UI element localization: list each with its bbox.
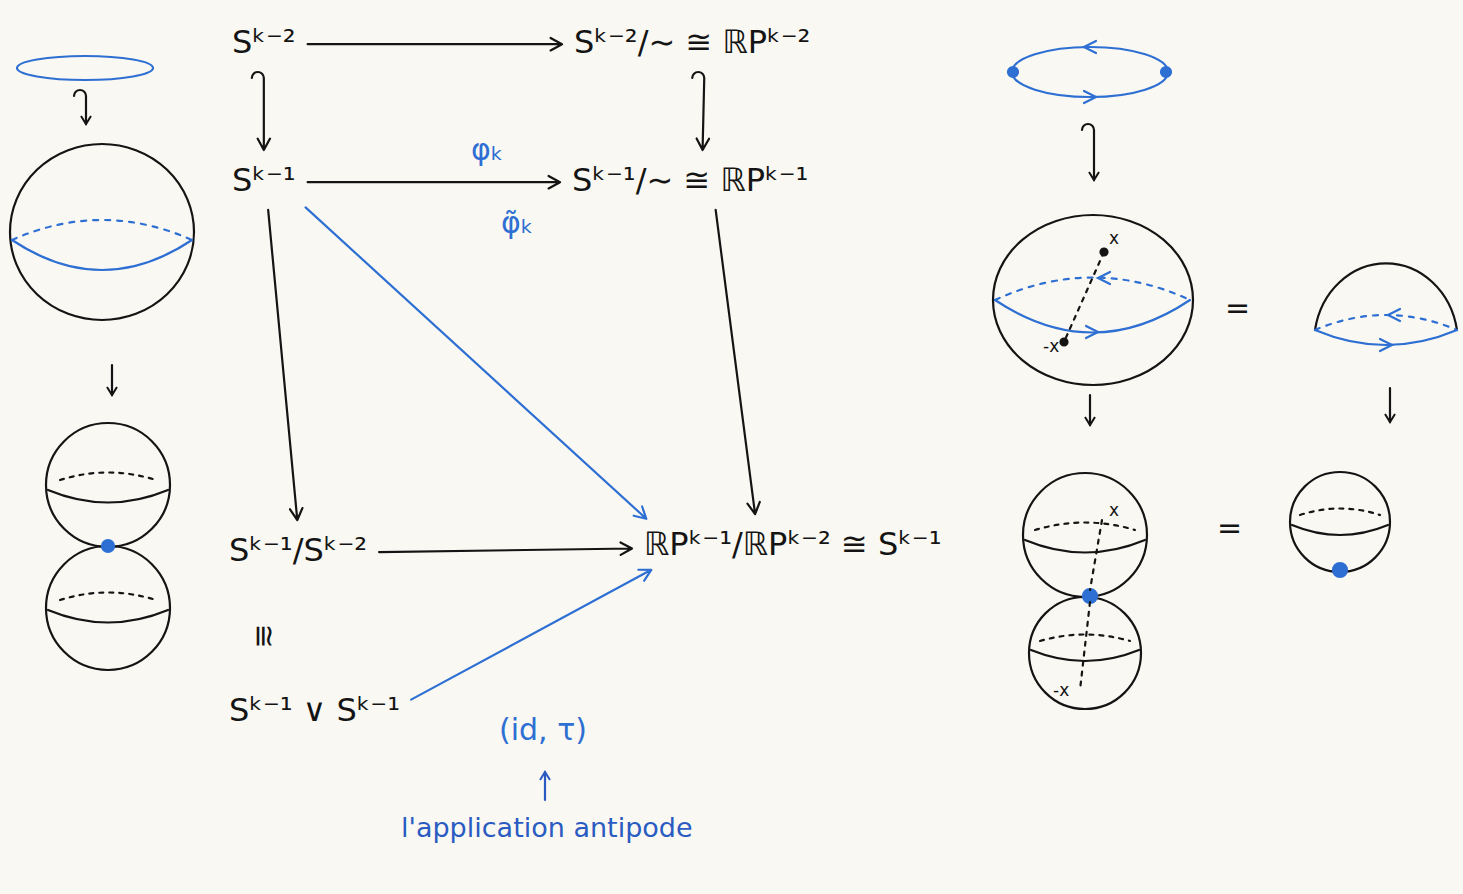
- equal-sign: =: [1214, 510, 1245, 546]
- arrow: [379, 542, 632, 554]
- note: l'application antipode: [398, 812, 696, 844]
- equal-sign: =: [1222, 290, 1253, 326]
- quotient-label: Sᵏ⁻¹/Sᵏ⁻²: [225, 528, 371, 572]
- map-label: φ̃ₖ: [498, 205, 537, 241]
- arrow: [692, 72, 709, 150]
- isomorphism-sign: ≅: [246, 620, 282, 651]
- node-text: Sᵏ⁻¹: [232, 161, 296, 199]
- point-label: -x: [1050, 680, 1072, 700]
- point-label: -x: [1040, 336, 1062, 356]
- arrow: [268, 210, 302, 520]
- node-text: Sᵏ⁻¹/∼ ≅ ℝPᵏ⁻¹: [572, 161, 808, 199]
- map-label: (id, τ): [496, 712, 590, 748]
- wedge-label: Sᵏ⁻¹ ∨ Sᵏ⁻¹: [225, 688, 404, 732]
- arrow: [308, 176, 560, 188]
- quotient-label: Sᵏ⁻²/∼ ≅ ℝPᵏ⁻²: [570, 20, 814, 64]
- arrow: [306, 207, 647, 518]
- arrow: [716, 210, 760, 514]
- arrow: [252, 72, 270, 150]
- point-label: x: [1106, 228, 1122, 248]
- space-label: Sᵏ⁻¹: [228, 158, 300, 202]
- node-text: Sᵏ⁻²: [232, 23, 296, 61]
- space-label: Sᵏ⁻²: [228, 20, 300, 64]
- node-text: Sᵏ⁻²/∼ ≅ ℝPᵏ⁻²: [574, 23, 810, 61]
- arrow: [308, 38, 562, 50]
- map-label: φₖ: [468, 132, 507, 168]
- quotient-label: Sᵏ⁻¹/∼ ≅ ℝPᵏ⁻¹: [568, 158, 812, 202]
- node-text: Sᵏ⁻¹ ∨ Sᵏ⁻¹: [229, 691, 400, 729]
- node-text: ℝPᵏ⁻¹/ℝPᵏ⁻² ≅ Sᵏ⁻¹: [644, 525, 942, 563]
- point-label: x: [1106, 500, 1122, 520]
- arrow: [411, 570, 651, 700]
- node-text: Sᵏ⁻¹/Sᵏ⁻²: [229, 531, 367, 569]
- quotient-label: ℝPᵏ⁻¹/ℝPᵏ⁻² ≅ Sᵏ⁻¹: [640, 522, 946, 566]
